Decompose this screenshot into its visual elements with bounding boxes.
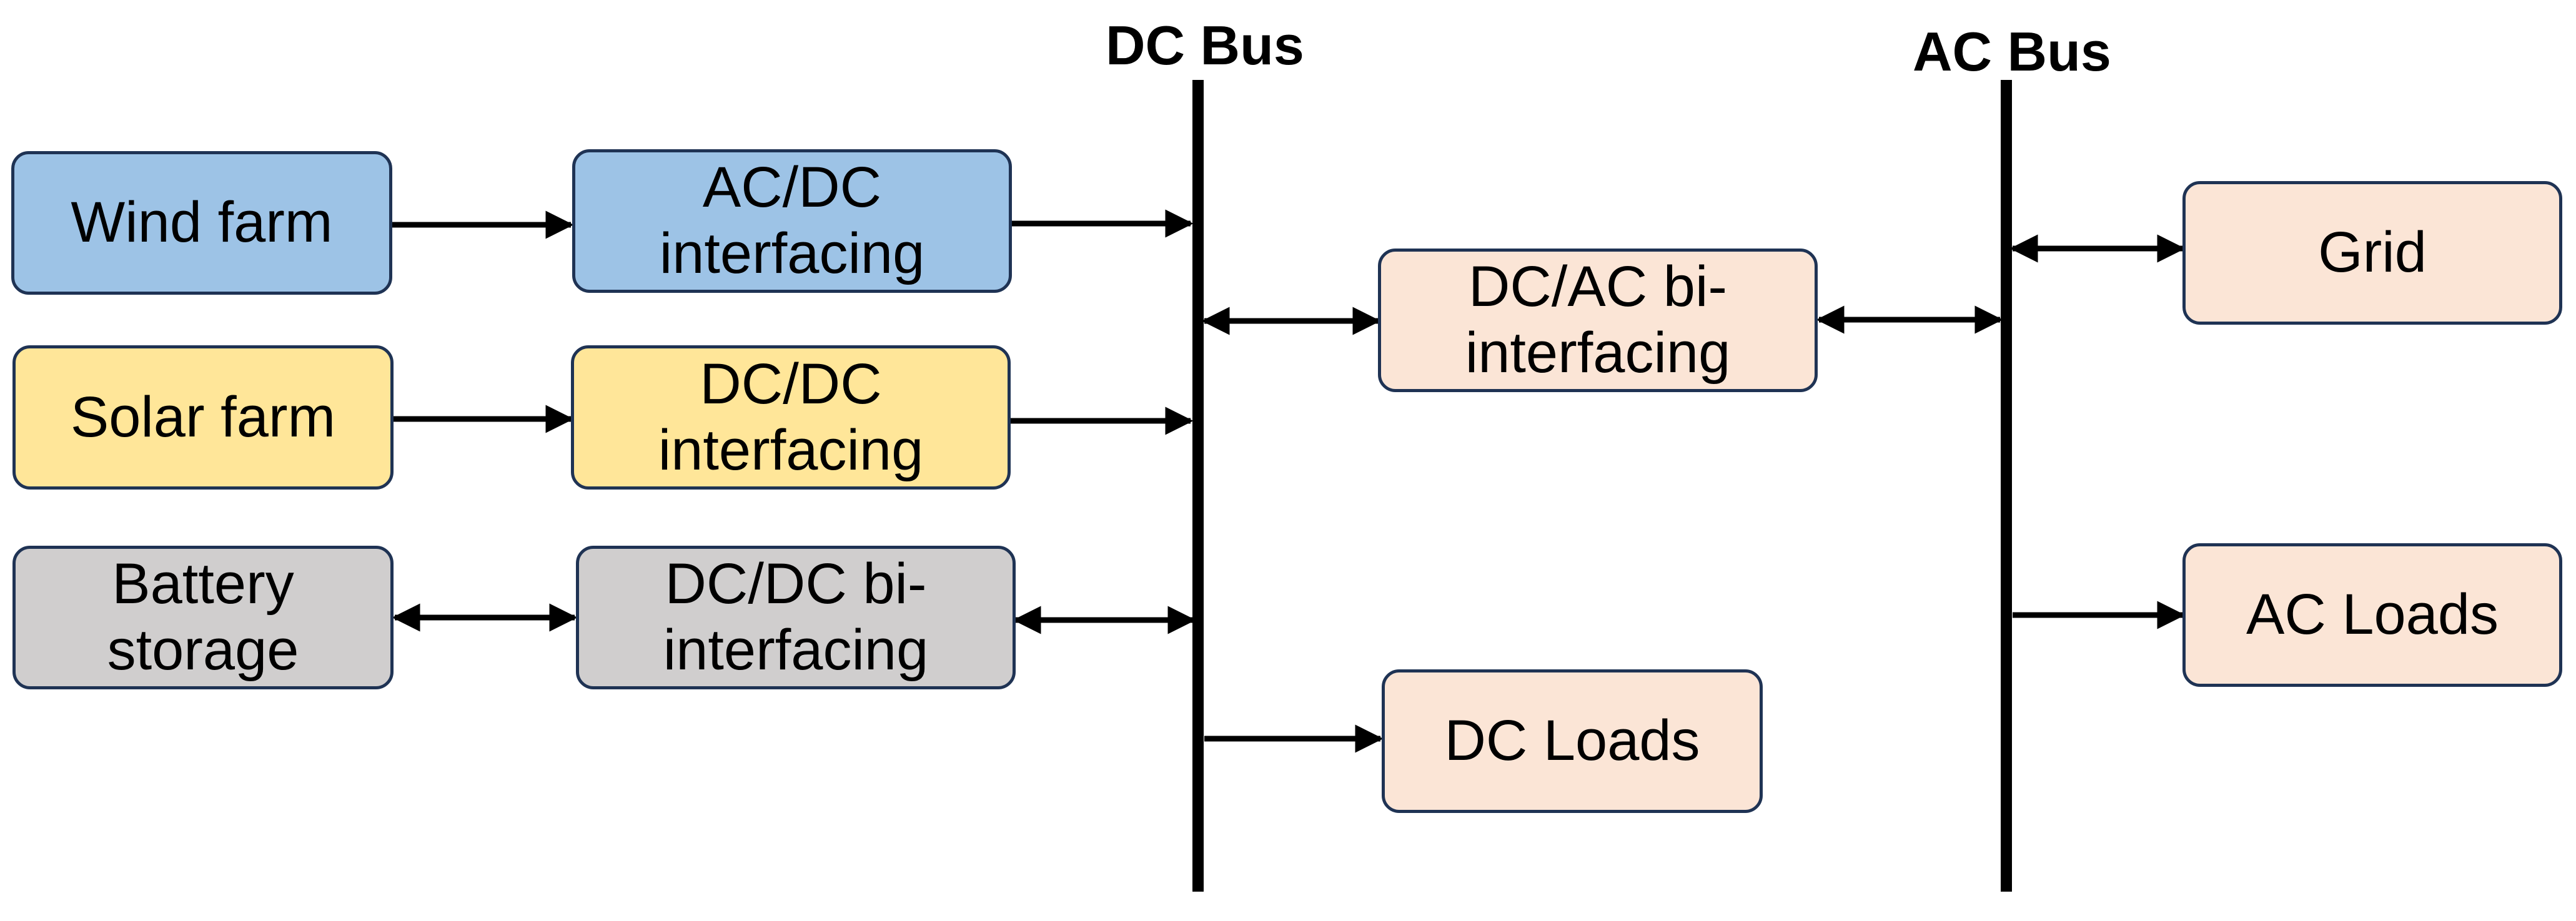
dcdc-interfacing-box: DC/DC interfacing <box>571 345 1011 490</box>
acdc-interfacing-box: AC/DC interfacing <box>572 149 1012 293</box>
ac-bus-label: AC Bus <box>1913 21 2111 82</box>
grid-box: Grid <box>2182 181 2562 325</box>
solar-farm-box: Solar farm <box>12 345 394 490</box>
dc-bus-label: DC Bus <box>1106 14 1304 76</box>
battery-storage-box: Battery storage <box>12 546 394 689</box>
dc-loads-box: DC Loads <box>1382 669 1763 813</box>
dcdc-bi-interfacing-box: DC/DC bi-interfacing <box>576 546 1016 689</box>
dcac-bi-interfacing-box: DC/AC bi-interfacing <box>1378 249 1818 392</box>
wind-farm-box: Wind farm <box>11 151 392 295</box>
ac-loads-box: AC Loads <box>2182 543 2562 687</box>
